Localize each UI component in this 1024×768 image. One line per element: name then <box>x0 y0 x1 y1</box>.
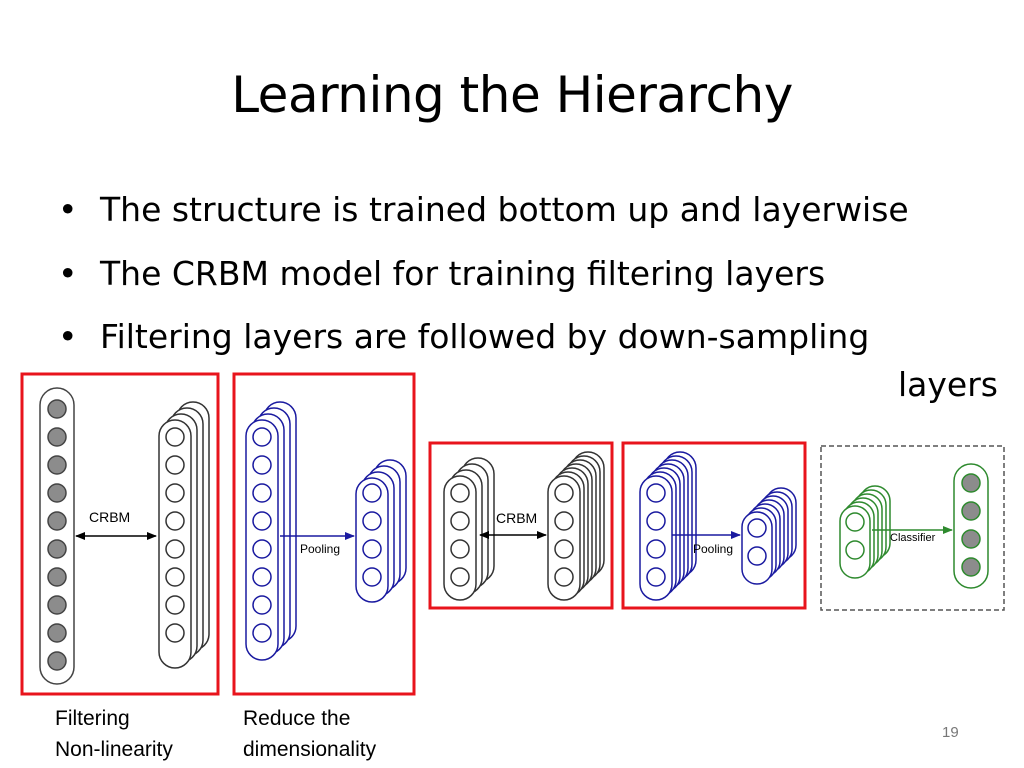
bullet-dot: • <box>58 317 78 357</box>
bullet-item: • The structure is trained bottom up and … <box>58 190 1008 230</box>
crbm2-input-units <box>450 483 470 587</box>
pooling-box <box>232 372 416 696</box>
classifier-output-layer <box>953 463 989 589</box>
bullet-wrap-text: layers <box>898 365 998 404</box>
pooled-units <box>362 483 382 587</box>
classifier-input-units <box>845 512 865 560</box>
pooled2-units <box>747 518 767 566</box>
pooling-label-1: Pooling <box>300 542 340 556</box>
bullet-text: Filtering layers are followed by down-sa… <box>100 317 870 357</box>
crbm2-hidden-front <box>547 475 581 601</box>
classifier-output-units <box>961 473 981 577</box>
bullet-dot: • <box>58 190 78 229</box>
filtering-caption-line: Filtering <box>55 707 130 730</box>
bullet-item: • The CRBM model for training filtering l… <box>58 254 1008 294</box>
reduce-caption-line: Reduce the <box>243 707 351 730</box>
hidden-units <box>165 427 185 643</box>
crbm-label-1: CRBM <box>89 509 130 525</box>
filtering-caption: Filtering Non-linearity <box>55 703 173 765</box>
pooling2-input-units <box>646 483 666 587</box>
bullet-item: • Filtering layers are followed by down-s… <box>58 317 1008 357</box>
bullet-dot: • <box>58 253 78 293</box>
classifier-box <box>820 445 1005 611</box>
classifier-input-stack <box>839 485 891 579</box>
reduce-caption-line: dimensionality <box>243 738 377 761</box>
pooling2-input-front <box>639 475 673 601</box>
bullet-text: The structure is trained bottom up and l… <box>100 190 909 229</box>
reduce-caption: Reduce the dimensionality <box>243 703 376 765</box>
bullet-list: • The structure is trained bottom up and … <box>58 190 1008 381</box>
filtering-caption-line: Non-linearity <box>55 738 173 761</box>
bullet-text: The CRBM model for training filtering la… <box>100 253 826 293</box>
filtering-box-2 <box>428 441 614 610</box>
pooled-stack <box>355 459 407 603</box>
slide-title: Learning the Hierarchy <box>231 66 793 124</box>
hidden-layer-stack <box>158 401 210 669</box>
input-units <box>47 399 67 671</box>
pooling2-input-stack <box>639 451 697 601</box>
filtering-box <box>20 372 220 696</box>
page-number: 19 <box>942 724 959 741</box>
crbm2-input-front <box>443 475 477 601</box>
pooling-label-2: Pooling <box>693 542 733 556</box>
crbm2-hidden-units <box>554 483 574 587</box>
pooling-box-2 <box>621 441 807 610</box>
pooled2-stack <box>741 487 797 585</box>
classifier-label: Classifier <box>890 532 936 544</box>
pooling-input-units <box>252 427 272 643</box>
crbm-label-2: CRBM <box>496 510 537 526</box>
